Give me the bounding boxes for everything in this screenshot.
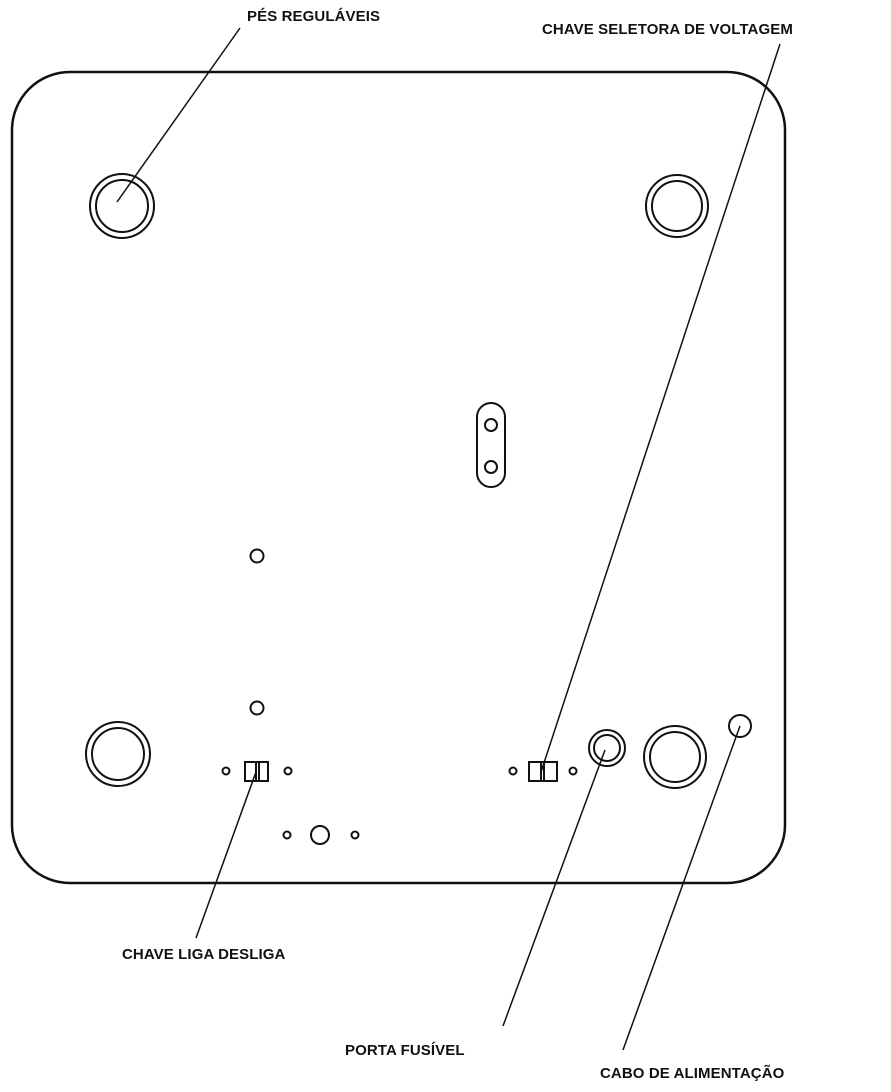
power-cable-exit [728,714,752,738]
label-fuse-holder: PORTA FUSÍVEL [345,1042,465,1059]
label-on-off-switch: CHAVE LIGA DESLIGA [122,946,286,963]
bottom-hole-group [282,825,360,845]
label-power-cable: CABO DE ALIMENTAÇÃO [600,1065,785,1082]
base-plate [10,70,787,885]
foot-top-right [645,174,709,238]
leader-line-on-off-switch [195,771,257,939]
fuse-holder [588,729,626,767]
mounting-hole [249,700,265,716]
label-adjustable-feet: PÉS REGULÁVEIS [247,8,381,25]
label-voltage-selector-switch: CHAVE SELETORA DE VOLTAGEM [542,21,793,38]
mounting-hole [249,548,265,564]
leader-line-fuse-holder [502,749,606,1027]
leader-line-adjustable-feet [116,27,241,203]
center-slot-bracket [476,402,506,488]
on-off-switch [221,761,293,782]
foot-top-left [89,173,155,239]
foot-bottom-left [85,721,151,787]
foot-bottom-right [643,725,707,789]
leader-line-power-cable [622,725,741,1051]
leader-line-voltage-selector [540,43,781,773]
